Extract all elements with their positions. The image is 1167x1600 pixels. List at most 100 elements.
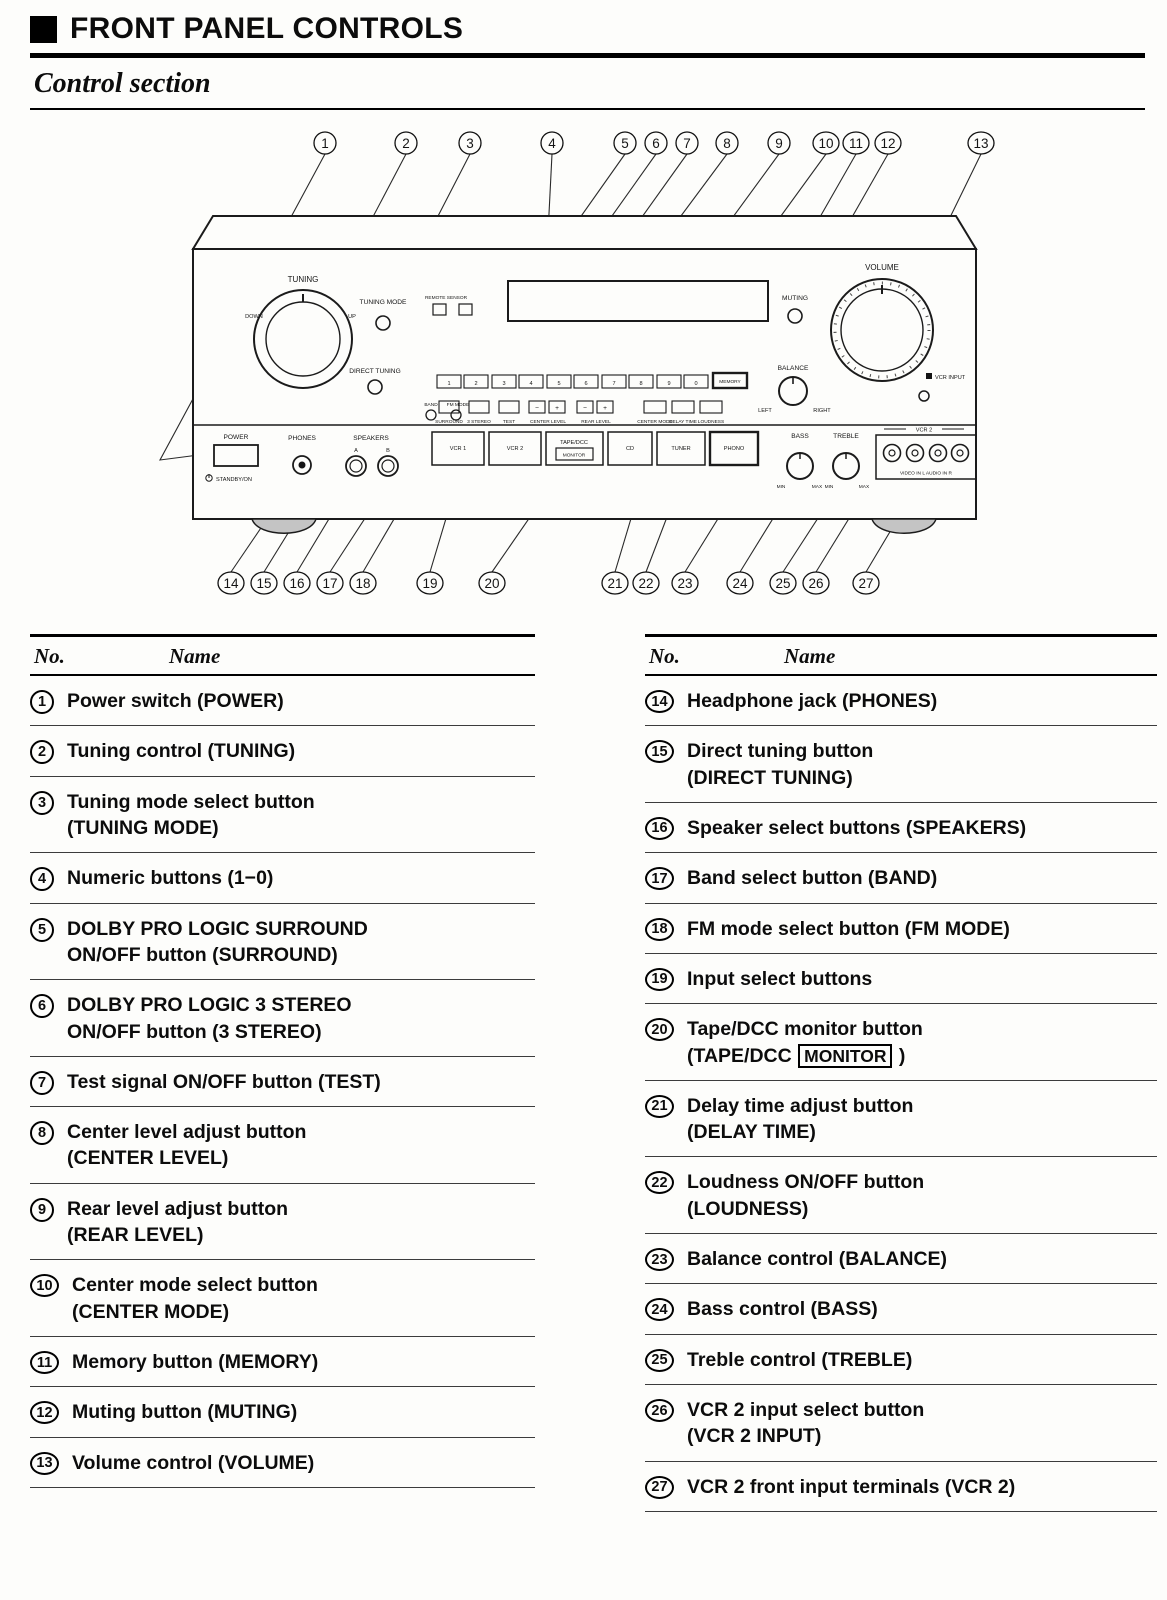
item-number-badge: 2 — [30, 740, 54, 765]
balance-right-label: RIGHT — [813, 408, 831, 414]
item-number-badge: 15 — [645, 740, 674, 764]
control-list-item: 2 Tuning control (TUNING) — [30, 726, 535, 777]
front-panel-diagram: TUNING DOWN UP TUNING MODE DIRECT TUNING… — [0, 110, 1167, 610]
item-name: Delay time adjust button(DELAY TIME) — [687, 1094, 914, 1144]
svg-text:−: − — [583, 405, 587, 412]
band-label: BAND — [424, 402, 438, 408]
item-name: Tape/DCC monitor button(TAPE/DCC MONITOR… — [687, 1018, 923, 1068]
callout-markers — [217, 131, 995, 595]
lower-panel: POWER STANDBY/ON PHONES SPEAKERS A B VCR… — [205, 428, 977, 490]
vcr2-video-in-jack — [882, 443, 902, 463]
item-number-badge: 1 — [30, 690, 54, 714]
item-name: Treble control (TREBLE) — [687, 1348, 913, 1371]
item-name: Muting button (MUTING) — [72, 1401, 298, 1424]
item-number-badge: 3 — [30, 790, 54, 815]
volume-knob-label: VOLUME — [865, 263, 899, 272]
item-name: Center mode select button(CENTER MODE) — [72, 1274, 318, 1323]
svg-text:VCR 2: VCR 2 — [507, 446, 523, 452]
test-label: TEST — [503, 419, 515, 425]
loudness-label: LOUDNESS — [698, 419, 724, 425]
center-level-plus-button — [548, 400, 566, 414]
speaker-b-button — [377, 455, 399, 477]
input-vcr1-button — [431, 431, 485, 466]
control-list-item: 10 Center mode select button(CENTER MODE) — [30, 1260, 535, 1337]
delay-time-label: DELAY TIME — [669, 419, 697, 425]
remote-sensor-label: REMOTE SENSOR — [425, 295, 468, 301]
svg-text:−: − — [535, 405, 539, 412]
svg-text:6: 6 — [584, 381, 587, 387]
fm-mode-label: FM MODE — [447, 402, 470, 408]
item-number-badge: 10 — [30, 1274, 59, 1298]
item-name: Tuning control (TUNING) — [67, 740, 296, 763]
svg-text:MIN: MIN — [777, 484, 786, 490]
svg-text:15: 15 — [256, 576, 271, 591]
item-number-badge: 26 — [645, 1399, 674, 1422]
svg-text:3: 3 — [466, 136, 474, 151]
svg-text:23: 23 — [677, 576, 692, 591]
monitor-boxed-label: MONITOR — [798, 1043, 893, 1068]
memory-label: MEMORY — [719, 379, 741, 385]
svg-text:26: 26 — [808, 576, 823, 591]
item-number-badge: 23 — [645, 1248, 674, 1272]
display-section: REMOTE SENSOR — [425, 280, 769, 322]
svg-text:12: 12 — [880, 136, 895, 151]
delay-time-button — [671, 400, 695, 414]
volume-knob — [830, 278, 934, 382]
tuning-mode-label: TUNING MODE — [360, 299, 407, 306]
svg-text:5: 5 — [621, 136, 629, 151]
item-name: Headphone jack (PHONES) — [687, 690, 938, 712]
speaker-a-label: A — [354, 448, 358, 454]
svg-text:6: 6 — [652, 136, 660, 151]
svg-text:MIN: MIN — [825, 484, 834, 490]
item-number-badge: 6 — [30, 994, 54, 1019]
svg-text:16: 16 — [289, 576, 304, 591]
svg-text:14: 14 — [223, 576, 239, 591]
title-rule — [30, 53, 1145, 58]
3stereo-label: 3 STEREO — [467, 419, 491, 425]
section-title: Control section — [34, 68, 211, 99]
button-rows: 1 2 3 4 5 6 7 8 9 0 — [424, 371, 749, 425]
svg-text:0: 0 — [694, 381, 697, 387]
rear-level-minus-button — [576, 400, 594, 414]
power-button — [213, 444, 259, 467]
svg-text:+: + — [555, 405, 559, 412]
remote-sensor-window — [432, 303, 447, 316]
item-name: Tuning mode select button(TUNING MODE) — [67, 790, 315, 839]
item-number-badge: 5 — [30, 917, 54, 942]
vcr2-panel-label: VCR 2 — [916, 428, 932, 434]
col-name-header: Name — [169, 644, 221, 668]
item-number-badge: 7 — [30, 1070, 54, 1095]
rear-level-plus-button — [596, 400, 614, 414]
svg-text:TAPE/DCC: TAPE/DCC — [560, 440, 588, 446]
center-level-minus-button — [528, 400, 546, 414]
test-button — [498, 400, 520, 414]
callout-number-texts: 1 2 3 4 5 6 7 8 9 10 11 12 13 14 15 16 1… — [223, 136, 988, 591]
col-no-header: No. — [34, 644, 65, 668]
input-tuner-button — [656, 431, 706, 466]
item-number-badge: 4 — [30, 867, 54, 892]
svg-text:3: 3 — [502, 381, 505, 387]
speaker-a-button — [345, 455, 367, 477]
section-rule — [30, 108, 1145, 110]
vcr2-front-input-terminals — [875, 434, 977, 480]
item-number-badge: 19 — [645, 967, 674, 991]
item-number-badge: 18 — [645, 917, 674, 941]
svg-text:27: 27 — [858, 576, 873, 591]
indicator-window — [458, 303, 473, 316]
tape-dcc-monitor-button — [545, 431, 604, 466]
item-number-badge: 22 — [645, 1171, 674, 1195]
item-number-badge: 8 — [30, 1121, 54, 1146]
svg-text:2: 2 — [402, 136, 410, 151]
svg-text:17: 17 — [322, 576, 337, 591]
